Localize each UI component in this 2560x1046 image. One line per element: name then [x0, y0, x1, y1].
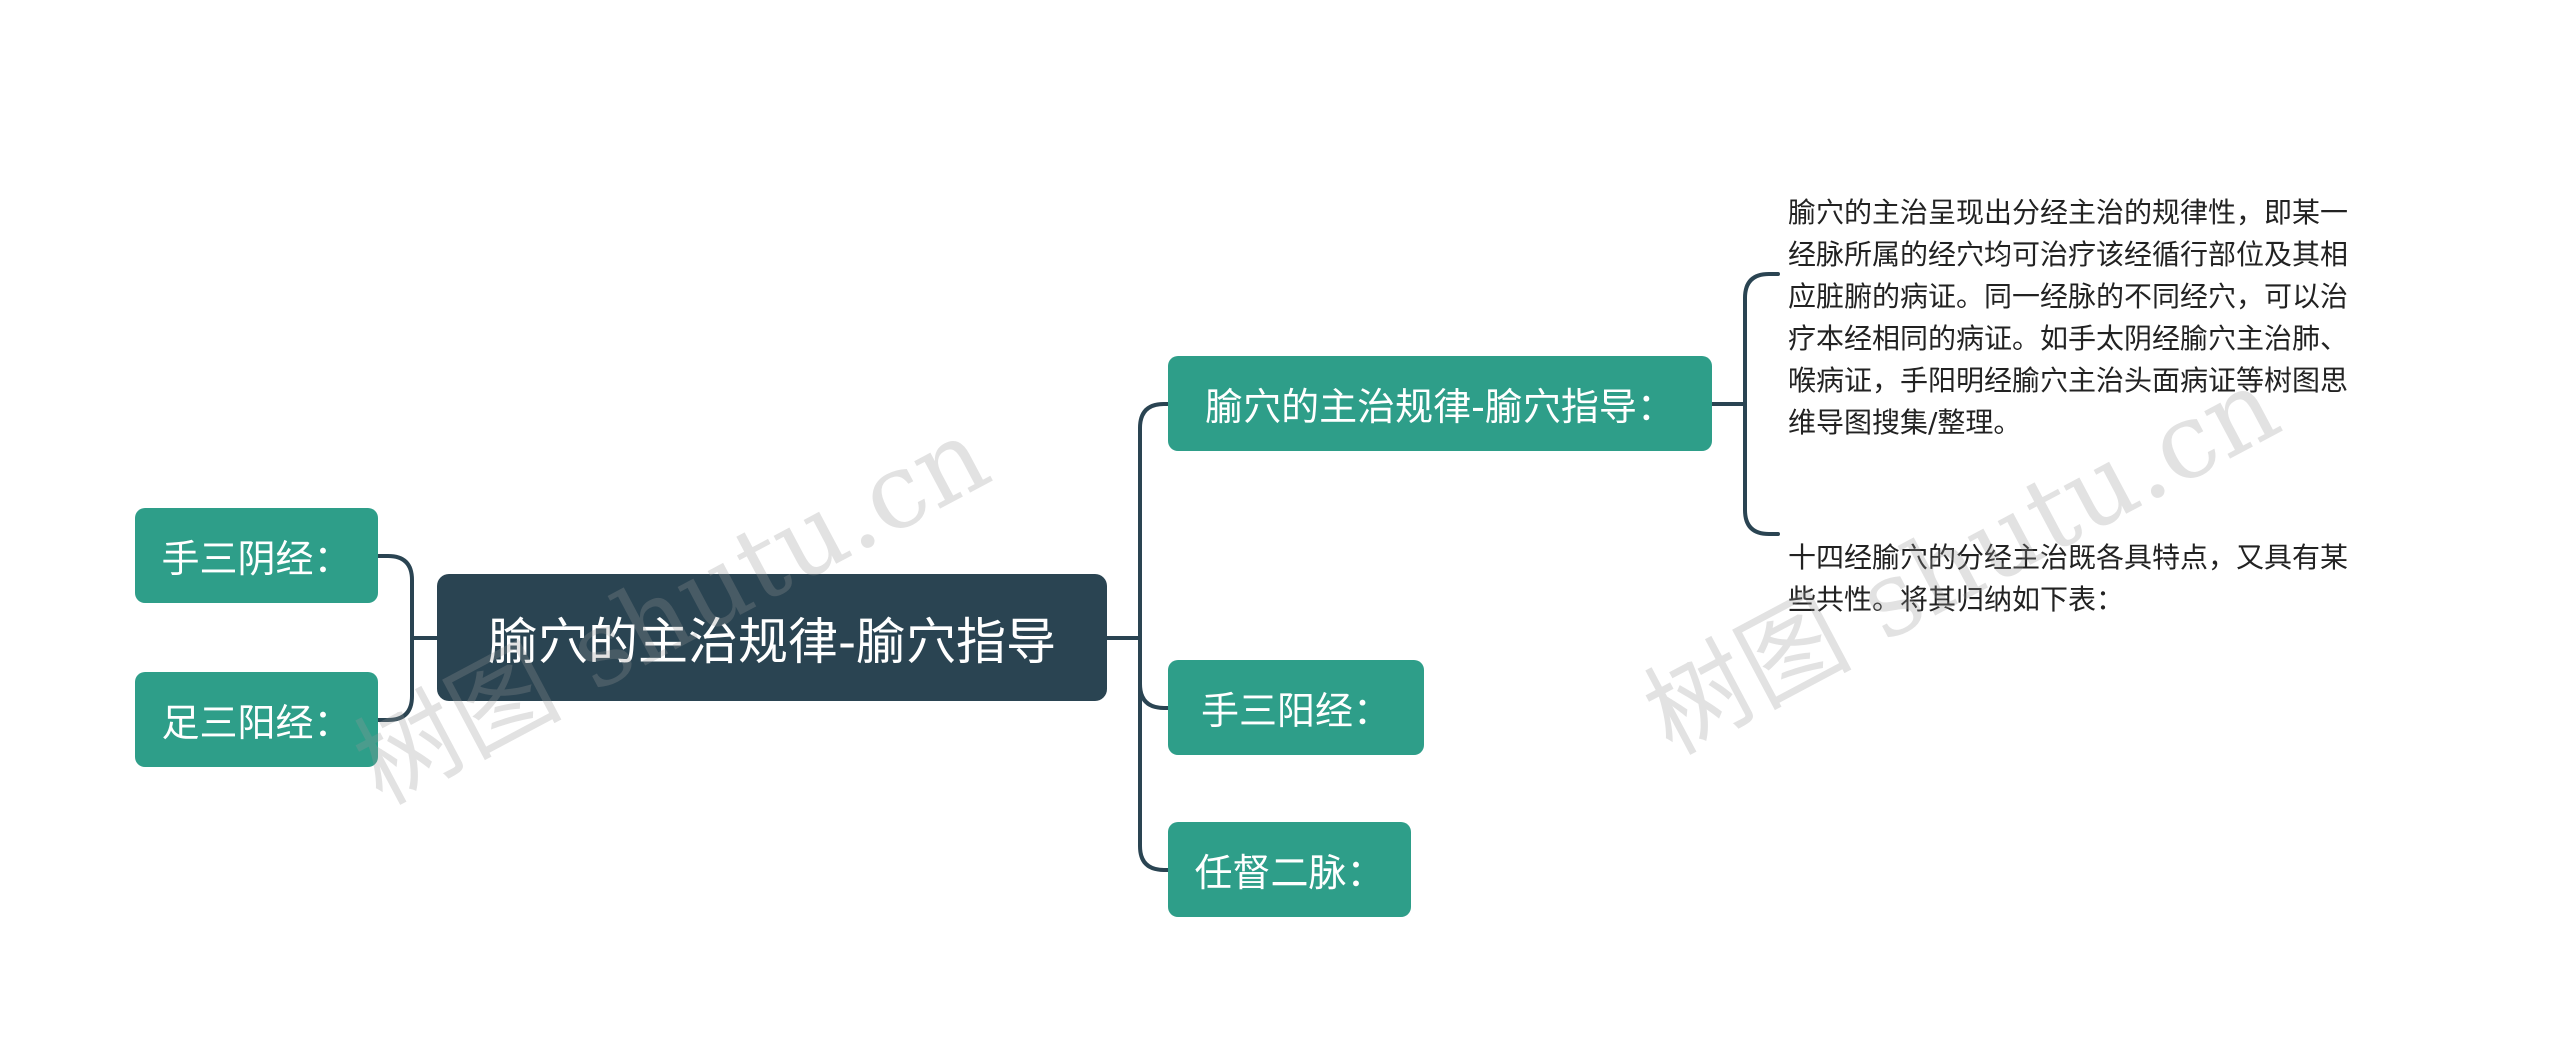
branch-hand-three-yin[interactable]: 手三阴经： — [135, 508, 378, 603]
connector-right-hand-three-yang — [1138, 636, 1170, 710]
branch-ren-du-two-meridians[interactable]: 任督二脉： — [1168, 822, 1411, 917]
connector-right-ren-du — [1138, 636, 1170, 872]
note-text: 腧穴的主治呈现出分经主治的规律性，即某一 经脉所属的经穴均可治疗该经循行部位及其… — [1788, 196, 2349, 439]
root-topic-label: 腧穴的主治规律-腧穴指导 — [487, 612, 1057, 671]
connector-left-foot-three-yang — [376, 636, 414, 722]
connector-right-guide — [1138, 402, 1170, 640]
connector-note-2 — [1743, 402, 1780, 536]
branch-foot-three-yang[interactable]: 足三阳经： — [135, 672, 378, 767]
note-fourteen-meridians[interactable]: 十四经腧穴的分经主治既各具特点，又具有某 些共性。将其归纳如下表： — [1788, 495, 2428, 621]
branch-label: 足三阳经： — [161, 701, 352, 745]
branch-label: 腧穴的主治规律-腧穴指导： — [1205, 385, 1675, 429]
connector-left-hand-three-yin — [376, 554, 414, 640]
branch-label: 手三阳经： — [1200, 689, 1391, 733]
note-meridian-indications[interactable]: 腧穴的主治呈现出分经主治的规律性，即某一 经脉所属的经穴均可治疗该经循行部位及其… — [1788, 150, 2428, 444]
note-text: 十四经腧穴的分经主治既各具特点，又具有某 些共性。将其归纳如下表： — [1788, 541, 2349, 616]
branch-label: 任督二脉： — [1194, 851, 1385, 895]
root-topic[interactable]: 腧穴的主治规律-腧穴指导 — [437, 574, 1107, 701]
branch-hand-three-yang[interactable]: 手三阳经： — [1168, 660, 1424, 755]
connector-note-1 — [1743, 272, 1780, 406]
branch-acupoint-guide[interactable]: 腧穴的主治规律-腧穴指导： — [1168, 356, 1712, 451]
branch-label: 手三阴经： — [161, 537, 352, 581]
